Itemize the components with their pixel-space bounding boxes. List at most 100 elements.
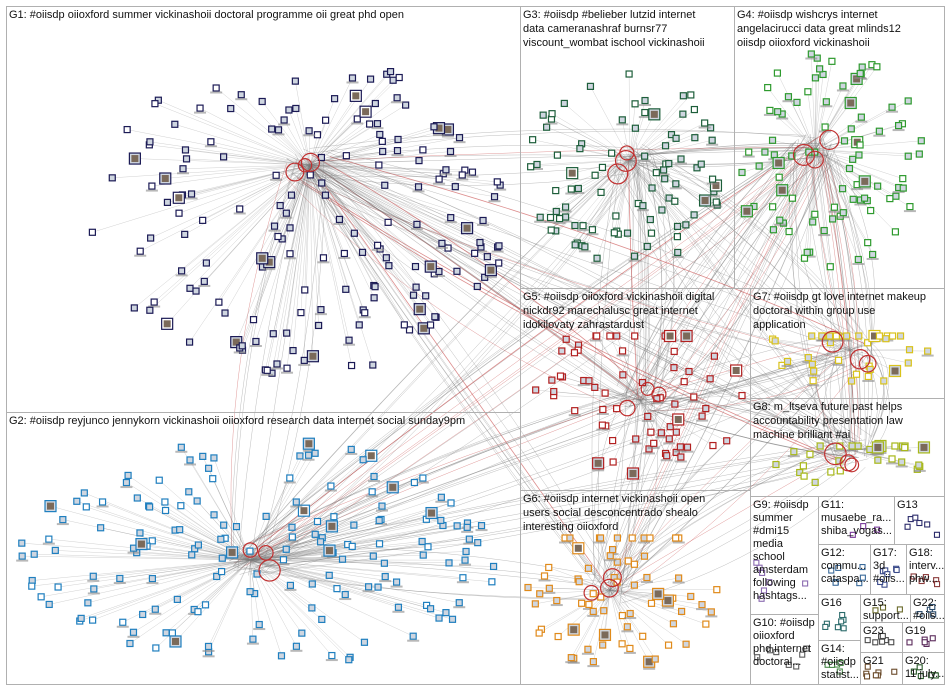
node-label-mark — [203, 650, 215, 652]
node-label-mark — [545, 123, 557, 125]
user-node — [200, 217, 206, 223]
node-label-mark — [338, 257, 350, 259]
avatar-thumbnail — [300, 507, 307, 514]
node-label-mark — [594, 542, 606, 544]
user-node — [381, 560, 387, 566]
user-node — [177, 527, 183, 533]
user-node — [370, 362, 376, 368]
user-node — [907, 347, 913, 353]
node-label-mark — [146, 582, 158, 584]
user-node — [592, 172, 598, 178]
user-node — [238, 92, 244, 98]
node-label-mark — [363, 590, 375, 592]
user-node — [284, 365, 290, 371]
node-label-mark — [641, 581, 653, 583]
user-node — [683, 641, 689, 647]
group-label-line: G19 — [905, 625, 926, 637]
user-node — [644, 575, 650, 581]
node-label-mark — [696, 608, 708, 610]
user-node — [691, 212, 697, 218]
node-label-mark — [88, 592, 100, 594]
node-label-mark — [269, 230, 281, 232]
user-node — [542, 573, 548, 579]
user-node — [187, 285, 193, 291]
node-label-mark — [886, 462, 898, 464]
node-label-mark — [708, 195, 720, 197]
avatar-thumbnail — [138, 541, 145, 548]
node-label-mark — [643, 452, 655, 454]
user-node — [182, 147, 188, 153]
user-node — [410, 633, 416, 639]
user-node — [546, 585, 552, 591]
user-node — [708, 609, 714, 615]
user-node — [178, 503, 184, 509]
node-label-mark — [176, 274, 188, 276]
user-node — [152, 606, 158, 612]
user-node — [292, 78, 298, 84]
user-node — [666, 642, 672, 648]
node-label-mark — [128, 552, 140, 554]
node-label-mark — [592, 469, 604, 471]
node-label-mark — [854, 203, 866, 205]
user-node — [631, 561, 637, 567]
group-label-line: idokilovaty zahrastardust — [523, 319, 644, 331]
group-label-line: data cameranashraf burnsr77 — [523, 23, 667, 35]
user-node — [805, 89, 811, 95]
avatar-thumbnail — [683, 333, 690, 340]
user-node — [710, 443, 716, 449]
user-node — [571, 350, 577, 356]
user-node — [273, 172, 279, 178]
avatar-thumbnail — [420, 325, 427, 332]
user-node — [823, 624, 828, 629]
user-node — [443, 167, 449, 173]
user-node — [631, 253, 637, 259]
edge — [310, 165, 499, 263]
node-label-mark — [616, 123, 628, 125]
edge — [172, 560, 250, 633]
user-node — [532, 601, 538, 607]
group-label-line: viscount_wombat ischool vickinashoii — [523, 37, 705, 49]
user-node — [770, 227, 776, 233]
user-node — [546, 564, 552, 570]
node-label-mark — [642, 420, 654, 422]
user-node — [125, 472, 131, 478]
user-node — [428, 322, 434, 328]
avatar-thumbnail — [164, 320, 171, 327]
user-node — [208, 139, 214, 145]
node-label-mark — [57, 523, 69, 525]
avatar-thumbnail — [675, 416, 682, 423]
user-node — [194, 498, 200, 504]
user-node — [368, 76, 374, 82]
user-node — [577, 146, 583, 152]
node-label-mark — [343, 344, 355, 346]
user-node — [770, 137, 776, 143]
user-node — [672, 401, 678, 407]
user-node — [137, 530, 143, 536]
edge — [552, 114, 630, 160]
user-node — [626, 71, 632, 77]
user-node — [905, 360, 911, 366]
group-label-line: interesting oiioxford — [523, 521, 618, 533]
user-node — [436, 176, 442, 182]
user-node — [865, 674, 870, 679]
user-node — [892, 443, 898, 449]
node-label-mark — [569, 414, 581, 416]
user-node — [680, 111, 686, 117]
user-node — [625, 230, 631, 236]
user-node — [812, 75, 818, 81]
user-node — [287, 251, 293, 257]
user-node — [256, 622, 262, 628]
group-label-line: G9: #oiisdp — [753, 499, 809, 511]
node-label-mark — [371, 127, 383, 129]
user-node — [349, 75, 355, 81]
node-label-mark — [445, 221, 457, 223]
group-label-line: 3d — [873, 560, 885, 572]
user-node — [613, 213, 619, 219]
user-node — [651, 440, 657, 446]
user-node — [446, 560, 452, 566]
user-node — [794, 99, 800, 105]
edge — [310, 74, 387, 165]
user-node — [148, 235, 154, 241]
user-node — [830, 216, 836, 222]
node-label-mark — [317, 261, 329, 263]
